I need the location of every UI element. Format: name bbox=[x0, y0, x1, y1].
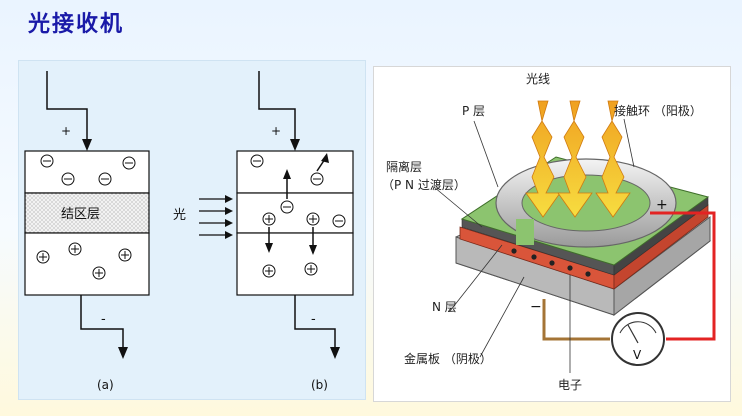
hole-icon bbox=[36, 242, 132, 280]
page-title: 光接收机 bbox=[28, 12, 125, 37]
diagram-b: + 光 bbox=[173, 71, 354, 392]
arrow-down-icon bbox=[118, 347, 128, 359]
carrier-drift-arrows bbox=[268, 158, 326, 247]
minus-terminal-label: − bbox=[530, 299, 542, 315]
arrow-down-icon bbox=[82, 139, 92, 151]
n-layer-label: N 层 bbox=[432, 300, 457, 314]
junction-diagram: + 结区层 - (a) bbox=[24, 71, 354, 392]
junction-region-b bbox=[236, 192, 354, 234]
metal-plate-label: 金属板 （阴极） bbox=[404, 351, 492, 366]
plus-label-a: + bbox=[61, 124, 71, 138]
light-arrows bbox=[199, 198, 227, 236]
light-rays-label: 光线 bbox=[526, 72, 550, 86]
bottom-wire-b bbox=[294, 295, 336, 351]
pn-transition-label: （P N 过渡层） bbox=[382, 177, 466, 192]
n-region-b bbox=[236, 232, 354, 296]
electron-icon bbox=[250, 154, 346, 228]
electron-dots bbox=[511, 248, 591, 277]
metal-plate-front bbox=[613, 216, 711, 317]
leader-lines bbox=[433, 118, 635, 373]
arrow-head-icon bbox=[265, 153, 329, 255]
electron-label: 电子 bbox=[558, 378, 582, 392]
light-beams bbox=[525, 100, 631, 218]
top-wire-a bbox=[46, 71, 88, 143]
minus-label-b: - bbox=[311, 312, 316, 327]
arrow-down-icon bbox=[290, 139, 300, 151]
photodiode-illustration: 光线 + bbox=[382, 72, 716, 392]
junction-label: 结区层 bbox=[61, 207, 100, 222]
hole-icon bbox=[262, 212, 320, 278]
photodiode-illustration-panel: 光线 + bbox=[373, 66, 731, 402]
arrow-down-icon bbox=[330, 347, 340, 359]
caption-a: (a) bbox=[97, 378, 114, 392]
junction-diagram-panel: + 结区层 - (a) bbox=[18, 60, 366, 400]
ring-gap bbox=[516, 219, 534, 245]
minus-label-a: - bbox=[101, 312, 106, 327]
caption-b: (b) bbox=[311, 378, 328, 392]
diagram-a: + 结区层 - (a) bbox=[24, 71, 150, 392]
plus-terminal-label: + bbox=[656, 197, 668, 213]
anode-wire bbox=[650, 211, 716, 341]
top-wire-b bbox=[258, 71, 296, 143]
contact-ring-label: 接触环 （阳极） bbox=[614, 103, 702, 118]
cathode-wire bbox=[542, 299, 610, 341]
light-label: 光 bbox=[173, 208, 186, 223]
n-region-a bbox=[24, 232, 150, 296]
electron-icon bbox=[40, 154, 136, 186]
junction-region-a bbox=[24, 192, 150, 234]
plus-label-b: + bbox=[271, 124, 281, 138]
isolation-layer-label: 隔离层 bbox=[386, 159, 422, 174]
arrow-right-icon bbox=[225, 195, 233, 239]
bottom-wire-a bbox=[80, 295, 124, 351]
voltmeter-symbol: V bbox=[633, 348, 642, 362]
p-layer-label: P 层 bbox=[462, 104, 485, 118]
